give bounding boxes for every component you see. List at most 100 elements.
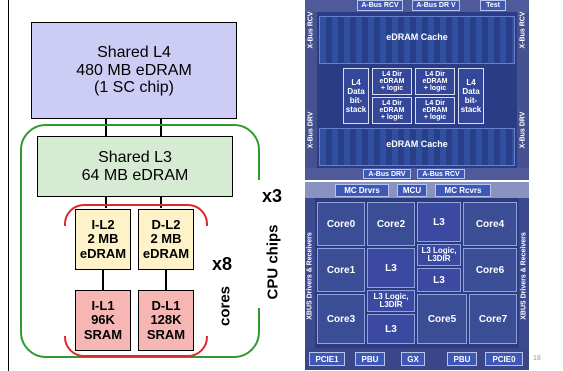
l3-block-3: L3 — [417, 268, 461, 292]
cpu-bottom-label-4: PBU — [447, 352, 477, 366]
sc-l4-data-right-line2: Data — [462, 87, 480, 96]
slide-left-border — [8, 0, 9, 371]
x3-label: x3 — [262, 186, 283, 206]
l4-note: (1 SC chip) — [93, 79, 175, 97]
sc-l4-dir-br-line3: + logic — [423, 114, 447, 121]
connector-il2-il1 — [102, 269, 104, 290]
core5: Core5 — [417, 294, 467, 344]
sc-l4-dir-tr-line1: L4 Dir — [425, 71, 445, 78]
cores-label: cores — [216, 285, 234, 327]
shared-l3-box: Shared L3 64 MB eDRAM — [37, 136, 233, 197]
core2: Core2 — [367, 202, 415, 246]
sc-l4-dir-br-line1: L4 Dir — [425, 100, 445, 107]
cpu-left-strip — [305, 198, 315, 354]
l4-size: 480 MB eDRAM — [76, 61, 192, 79]
i-l2-title: I-L2 — [91, 216, 115, 232]
connector-l3-l2-left — [105, 196, 107, 208]
d-l2-type: eDRAM — [142, 245, 190, 261]
i-l2-size: 2 MB — [87, 231, 119, 247]
cpu-top-label-1: MC Drvrs — [335, 184, 389, 197]
sc-side-label-left-bottom: X-Bus DRV — [307, 111, 315, 149]
cpu-bottom-label-5: PCIE0 — [485, 352, 523, 366]
d-l1-box: D-L1 128K SRAM — [138, 290, 194, 351]
sc-l4-dir-bl-line1: L4 Dir — [382, 100, 402, 107]
cpu-bottom-label-3: GX — [401, 352, 425, 366]
sc-l4-data-right: L4 Data bit- stack — [458, 68, 484, 124]
sc-top-label-2: A-Bus DR V — [412, 0, 460, 11]
sc-l4-data-left-line2: Data — [347, 87, 365, 96]
l3-logic-dir-1: L3 Logic, L3DIR — [417, 244, 461, 266]
sc-l4-data-left: L4 Data bit- stack — [343, 68, 369, 124]
connector-dl2-dl1 — [165, 269, 167, 290]
l3-block-1: L3 — [417, 202, 461, 242]
cores-bracket-gap-left — [62, 226, 70, 336]
sc-left-strip — [305, 12, 317, 168]
sc-bottom-label-1: A-Bus DRV — [363, 169, 411, 179]
l3-logic-dir-2-line1: L3 Logic, — [373, 291, 409, 301]
sc-right-strip — [517, 12, 529, 168]
core7: Core7 — [469, 294, 517, 344]
d-l1-type: SRAM — [146, 326, 186, 342]
sc-top-label-3: Test — [480, 0, 506, 11]
cores-bracket-gap-right — [202, 226, 210, 336]
core6: Core6 — [463, 248, 517, 292]
sc-l4-data-left-line3: bit- — [349, 96, 363, 105]
sc-l4-dir-tl-line1: L4 Dir — [382, 71, 402, 78]
d-l1-title: D-L1 — [151, 297, 181, 313]
shared-l4-box: Shared L4 480 MB eDRAM (1 SC chip) — [31, 22, 237, 119]
core1: Core1 — [317, 248, 365, 292]
x8-label: x8 — [212, 254, 233, 274]
sc-l4-dir-br-line2: eDRAM — [422, 107, 448, 114]
l3-size: 64 MB eDRAM — [81, 166, 189, 184]
cpu-bottom-label-2: PBU — [355, 352, 385, 366]
d-l2-title: D-L2 — [151, 216, 181, 232]
core0: Core0 — [317, 202, 365, 246]
sc-edram-bottom-region — [319, 128, 515, 166]
sc-side-label-right-bottom: X-Bus DRV — [519, 111, 527, 149]
cpu-bottom-label-1: PCIE1 — [309, 352, 345, 366]
sc-edram-top-region — [319, 16, 515, 64]
sc-chip-die-photo: A-Bus RCV A-Bus DR V Test X-Bus RCV X-Bu… — [305, 0, 529, 180]
l3-logic-dir-1-line1: L3 Logic, — [421, 245, 457, 255]
cpu-side-label-right: XBUS Drivers & Receivers — [520, 232, 528, 320]
core3: Core3 — [317, 294, 365, 344]
sc-edram-bottom-label: eDRAM Cache — [386, 139, 448, 149]
cpu-top-label-2: MCU — [397, 184, 427, 197]
l3-logic-dir-2: L3 Logic, L3DIR — [367, 290, 415, 312]
l3-block-4: L3 — [367, 314, 415, 344]
core4: Core4 — [463, 202, 517, 246]
sc-l4-data-right-line4: stack — [460, 105, 482, 114]
sc-bottom-label-2: A-Bus RCV — [417, 169, 465, 179]
cpu-chips-label: CPU chips — [264, 224, 282, 300]
cpu-right-strip — [519, 198, 529, 354]
i-l1-size: 96K — [91, 312, 115, 328]
l3-logic-dir-1-line2: L3DIR — [427, 254, 451, 263]
i-l1-type: SRAM — [83, 326, 123, 342]
sc-l4-dir-tl-line2: eDRAM — [379, 78, 405, 85]
page-number: 18 — [533, 355, 541, 362]
cpu-top-label-3: MC Rcvrs — [435, 184, 491, 197]
sc-l4-dir-br: L4 Dir eDRAM + logic — [415, 97, 455, 124]
cpu-chips-bracket-gap — [246, 180, 264, 308]
i-l1-title: I-L1 — [91, 297, 115, 313]
sc-l4-data-left-line4: stack — [345, 105, 367, 114]
sc-edram-top-label: eDRAM Cache — [386, 32, 448, 42]
cpu-chip-die-photo: MC Drvrs MCU MC Rcvrs XBUS Drivers & Rec… — [305, 182, 529, 370]
sc-l4-dir-tr-line2: eDRAM — [422, 78, 448, 85]
sc-side-label-right-top: X-Bus RCV — [519, 11, 527, 49]
sc-l4-dir-tr: L4 Dir eDRAM + logic — [415, 68, 455, 95]
d-l2-box: D-L2 2 MB eDRAM — [138, 209, 194, 270]
sc-l4-dir-tr-line3: + logic — [423, 85, 447, 92]
sc-l4-data-right-line1: L4 — [466, 78, 476, 87]
sc-l4-dir-tl: L4 Dir eDRAM + logic — [372, 68, 412, 95]
sc-l4-dir-tl-line3: + logic — [380, 85, 404, 92]
sc-l4-dir-bl-line2: eDRAM — [379, 107, 405, 114]
connector-l3-l2-right — [160, 196, 162, 208]
l3-block-2: L3 — [367, 248, 415, 288]
i-l1-box: I-L1 96K SRAM — [75, 290, 131, 351]
sc-side-label-left-top: X-Bus RCV — [307, 11, 315, 49]
d-l1-size: 128K — [150, 312, 182, 328]
i-l2-type: eDRAM — [79, 245, 127, 261]
sc-l4-data-left-line1: L4 — [351, 78, 361, 87]
sc-l4-dir-bl: L4 Dir eDRAM + logic — [372, 97, 412, 124]
